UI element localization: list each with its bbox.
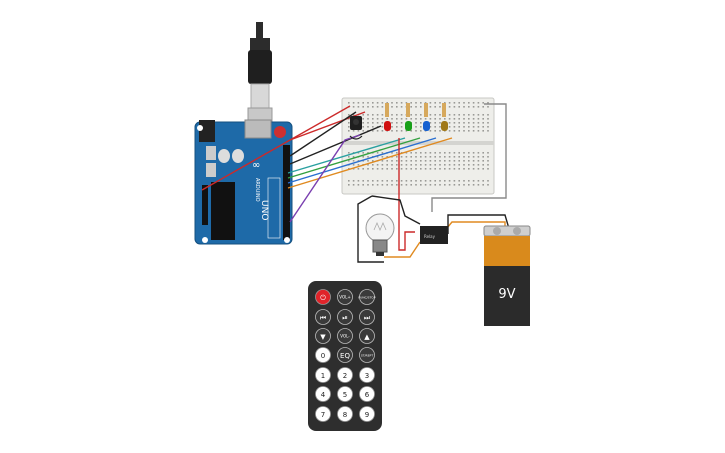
wire-red-1	[201, 105, 351, 191]
remote-button-label: EQ	[340, 352, 350, 360]
remote-button-label: VOL-	[340, 334, 350, 339]
reset-button[interactable]	[274, 126, 286, 138]
wire-black-battery	[447, 214, 511, 234]
remote-button-vol-up[interactable]: VOL+	[337, 289, 353, 305]
remote-button-2[interactable]: 2	[337, 367, 353, 383]
remote-button-label: ▼	[320, 333, 326, 341]
remote-button-label: ⏮	[320, 314, 326, 322]
remote-button-label: ⏭	[364, 314, 371, 322]
remote-button-5[interactable]: 5	[337, 386, 353, 402]
remote-button-label: FUNC/STOP	[358, 296, 375, 300]
led-2	[423, 121, 430, 131]
remote-button-3[interactable]: 3	[359, 367, 375, 383]
remote-button-next[interactable]: ⏭	[359, 309, 375, 325]
arduino-uno-board[interactable]: UNO ARDUINO ∞	[194, 119, 293, 245]
remote-button-7[interactable]: 7	[315, 406, 331, 422]
wire-green	[287, 137, 421, 179]
remote-button-power[interactable]: ⏻	[315, 289, 331, 305]
remote-button-label: 1	[321, 372, 325, 380]
battery-9v[interactable]: 9V	[483, 225, 531, 326]
remote-button-prev[interactable]: ⏮	[315, 309, 331, 325]
wire-gray	[431, 103, 507, 212]
wires	[201, 103, 511, 263]
resistors	[385, 103, 446, 117]
led-0	[384, 121, 391, 131]
remote-button-4[interactable]: 4	[315, 386, 331, 402]
remote-button-1[interactable]: 1	[315, 367, 331, 383]
remote-button-play-pause[interactable]: ⏯	[337, 309, 353, 325]
microcontroller-chip	[211, 182, 235, 240]
relay[interactable]: Relay	[420, 226, 448, 244]
remote-button-label: 0	[321, 352, 325, 360]
usb-cable	[247, 22, 273, 135]
battery-label: 9V	[498, 287, 515, 302]
wire-black-loop	[357, 195, 384, 263]
remote-button-func-stop[interactable]: FUNC/STOP	[358, 289, 376, 305]
led-3	[441, 121, 448, 131]
uno-label: UNO	[259, 200, 269, 220]
remote-button-st-rept[interactable]: ST/REPT	[359, 347, 375, 363]
wire-black-2	[289, 125, 382, 165]
wire-black-1	[289, 111, 357, 157]
arduino-logo: ∞	[252, 160, 260, 171]
remote-button-label: ⏻	[320, 294, 326, 302]
remote-button-9[interactable]: 9	[359, 406, 375, 422]
light-bulb[interactable]	[365, 213, 395, 256]
wire-black-loop-2	[371, 195, 421, 225]
arduino-brand-label: ARDUINO	[254, 178, 260, 202]
remote-button-label: 5	[343, 391, 347, 399]
remote-button-label: ST/REPT	[361, 354, 374, 358]
wire-purple	[289, 134, 361, 223]
wire-blue	[287, 137, 437, 184]
remote-button-label: 4	[321, 391, 326, 399]
remote-button-label: 9	[365, 411, 369, 419]
remote-button-eq[interactable]: EQ	[337, 347, 353, 363]
remote-button-label: 2	[343, 372, 347, 380]
leds	[384, 121, 448, 131]
wire-orange	[287, 137, 453, 189]
wire-orange-bulb	[384, 241, 421, 258]
remote-button-6[interactable]: 6	[359, 386, 375, 402]
wire-teal	[287, 137, 406, 174]
ir-remote[interactable]: ⏻ VOL+ FUNC/STOP ⏮ ⏯ ⏭ ▼ VOL- ▲ 0 EQ ST/REPT 1 2 3 4 5 6 7…	[308, 281, 382, 431]
ir-receiver	[349, 116, 363, 140]
remote-button-label: 6	[365, 391, 370, 399]
remote-button-label: 3	[365, 372, 369, 380]
remote-button-label: 7	[321, 411, 325, 419]
remote-button-0[interactable]: 0	[315, 347, 331, 363]
led-1	[405, 121, 412, 131]
remote-button-label: VOL+	[339, 295, 350, 300]
remote-button-8[interactable]: 8	[337, 406, 353, 422]
remote-button-up[interactable]: ▲	[359, 328, 375, 344]
remote-button-label: ▲	[364, 333, 370, 341]
remote-button-label: ⏯	[342, 314, 348, 322]
relay-label: Relay	[424, 234, 436, 239]
remote-button-vol-down[interactable]: VOL-	[337, 328, 353, 344]
remote-button-label: 8	[343, 411, 347, 419]
wire-red-relay	[398, 138, 415, 251]
remote-button-down[interactable]: ▼	[315, 328, 331, 344]
